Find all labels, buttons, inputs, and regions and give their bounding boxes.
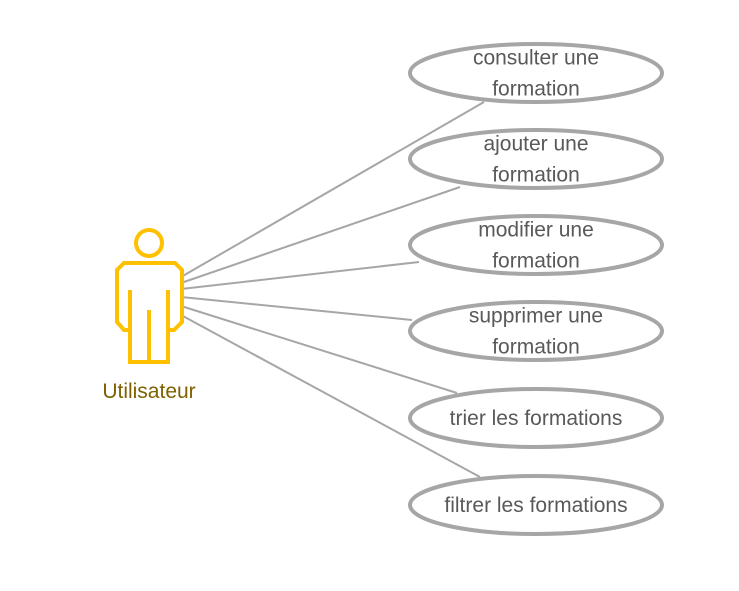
use-case-consulter: consulter une formation xyxy=(408,42,664,104)
use-case-ellipse xyxy=(408,128,664,190)
use-case-trier: trier les formations xyxy=(408,387,664,449)
use-case-label: consulter une xyxy=(473,47,599,70)
use-case-label: filtrer les formations xyxy=(444,494,627,517)
use-case-ajouter: ajouter une formation xyxy=(408,128,664,190)
actor-head xyxy=(134,228,164,258)
association-lines xyxy=(180,101,485,478)
association-line-supprimer xyxy=(180,296,413,321)
use-case-ellipse xyxy=(408,387,664,449)
association-line-ajouter xyxy=(180,186,461,284)
use-case-ellipse xyxy=(408,214,664,276)
use-case-ellipse xyxy=(408,42,664,104)
use-case-supprimer: supprimer une formation xyxy=(408,300,664,362)
use-case-label: modifier une xyxy=(478,219,594,242)
use-case-ellipse xyxy=(408,474,664,536)
use-case-ellipse xyxy=(408,300,664,362)
use-case-label: formation xyxy=(492,164,580,187)
association-line-consulter xyxy=(180,101,485,278)
person-icon xyxy=(115,228,184,364)
use-case-label: formation xyxy=(492,250,580,273)
use-case-label: formation xyxy=(492,78,580,101)
association-line-trier xyxy=(180,305,458,394)
use-case-modifier: modifier une formation xyxy=(408,214,664,276)
use-case-label: ajouter une xyxy=(483,133,588,156)
actor-label: Utilisateur xyxy=(102,380,195,403)
use-cases: consulter une formation ajouter une formati… xyxy=(408,42,664,536)
use-case-label: trier les formations xyxy=(450,407,623,430)
use-case-label: formation xyxy=(492,336,580,359)
association-line-filtrer xyxy=(180,314,481,478)
actor-utilisateur: Utilisateur xyxy=(102,228,196,403)
use-case-label: supprimer une xyxy=(469,305,603,328)
association-line-modifier xyxy=(180,261,420,290)
use-case-filtrer: filtrer les formations xyxy=(408,474,664,536)
